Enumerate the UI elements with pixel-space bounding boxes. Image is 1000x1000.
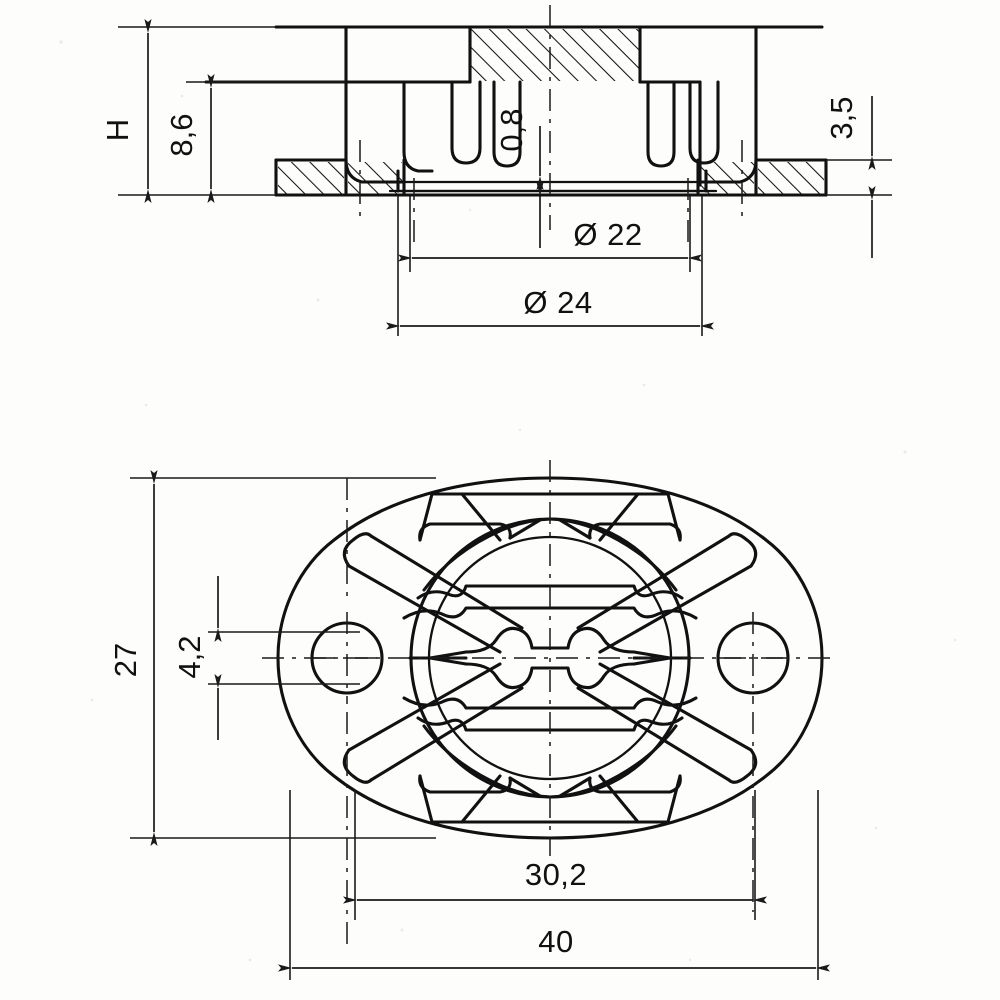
plan-centerlines <box>262 460 838 952</box>
dimension-8-6: 8,6 <box>164 74 346 203</box>
dimension-H: H <box>100 19 276 203</box>
dimension-d24: Ø 24 <box>386 196 714 336</box>
dimension-27: 27 <box>108 470 436 846</box>
cross-section-view: H 8,6 0,8 3,5 Ø 22 <box>100 5 892 336</box>
dimension-0-8-label: 0,8 <box>494 108 529 151</box>
dimension-d22: Ø 22 <box>398 196 702 272</box>
dimension-40-label: 40 <box>538 924 573 959</box>
dimension-30-2: 30,2 <box>343 790 767 920</box>
dimension-40: 40 <box>278 790 830 980</box>
dimension-30-2-label: 30,2 <box>525 857 587 892</box>
dimension-3-5-label: 3,5 <box>824 96 859 139</box>
dimension-4-2-label: 4,2 <box>172 635 207 678</box>
dimension-27-label: 27 <box>108 643 143 677</box>
dimension-0-8: 0,8 <box>494 108 544 248</box>
section-hatching <box>278 29 824 194</box>
dimension-d24-label: Ø 24 <box>523 285 592 320</box>
dimension-8-6-label: 8,6 <box>164 113 199 156</box>
dimension-H-label: H <box>100 119 135 141</box>
section-local-centerlines <box>359 140 743 250</box>
plan-view: 27 4,2 30,2 40 <box>108 460 838 980</box>
plan-diagonal-ribs <box>342 532 758 784</box>
dimension-3-5: 3,5 <box>824 96 892 258</box>
dimension-4-2: 4,2 <box>172 576 360 740</box>
dimension-d22-label: Ø 22 <box>573 217 642 252</box>
